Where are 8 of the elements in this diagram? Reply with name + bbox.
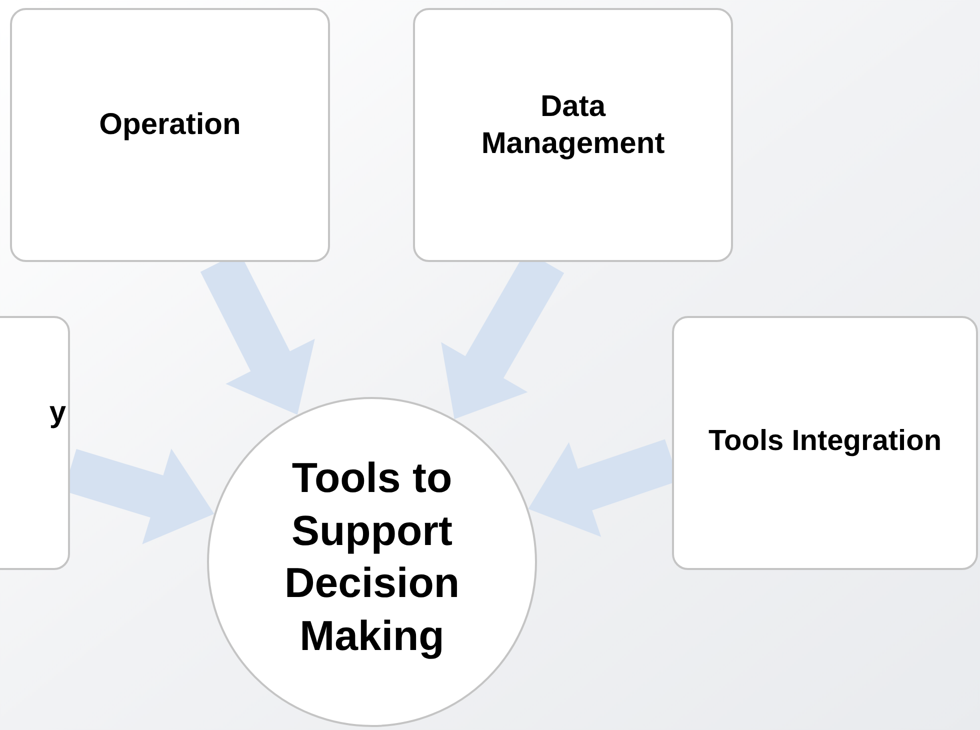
node-label: Tools to Support Decision Making	[283, 453, 461, 661]
topic-box	[413, 8, 733, 262]
node-label: Data Management	[480, 88, 666, 162]
topic-box	[672, 316, 978, 570]
node-label: Tools Integration	[708, 424, 942, 460]
topic-box	[10, 8, 330, 262]
node-label: Operation	[99, 107, 241, 144]
node-label: y	[49, 395, 66, 432]
